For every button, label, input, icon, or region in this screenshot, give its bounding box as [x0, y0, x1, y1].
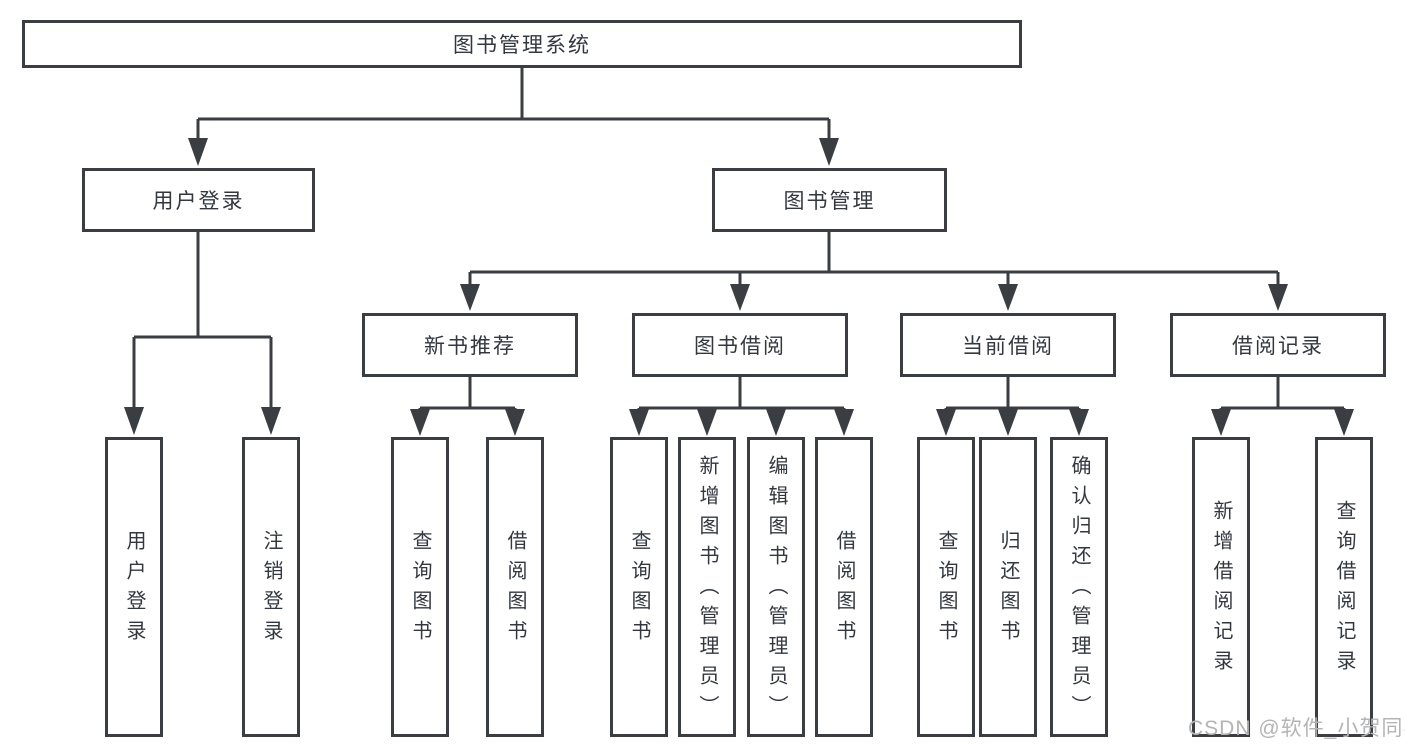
- leaf-borrow-books-1: 借阅图书: [486, 437, 544, 737]
- leaf-add-borrow-record: 新增借阅记录: [1192, 437, 1250, 737]
- arrowhead-leaf-query-record: [1334, 409, 1354, 436]
- watermark: CSDN @软件_小贺同学: [1188, 717, 1405, 740]
- arrowhead-leaf-login: [124, 407, 144, 435]
- arrowhead-leaf-logout: [261, 407, 281, 435]
- arrowhead-book-management: [819, 138, 839, 166]
- leaf-query-books-1: 查询图书: [391, 437, 449, 737]
- arrowhead-leaf-borrow-books-2: [834, 409, 854, 436]
- arrowhead-new-books: [460, 284, 480, 311]
- node-user-login: 用户登录: [82, 168, 315, 232]
- arrowhead-leaf-edit-book: [766, 409, 786, 436]
- arrowhead-book-borrow: [730, 284, 750, 311]
- arrowhead-current-borrow: [998, 284, 1018, 311]
- arrowhead-leaf-query-books-2: [629, 409, 649, 436]
- node-new-books: 新书推荐: [362, 313, 578, 377]
- arrowhead-leaf-query-books-3: [936, 409, 956, 436]
- connector-book-management-to-level3: [468, 232, 1280, 286]
- connector-new-books-to-leaves: [418, 377, 517, 411]
- leaf-query-borrow-record: 查询借阅记录: [1315, 437, 1373, 737]
- leaf-logout: 注销登录: [242, 437, 300, 737]
- node-book-management: 图书管理: [712, 168, 947, 232]
- node-current-borrow: 当前借阅: [900, 313, 1116, 377]
- arrowhead-borrow-records: [1268, 284, 1288, 311]
- connector-current-borrow-to-leaves: [944, 377, 1081, 411]
- leaf-query-books-3: 查询图书: [917, 437, 975, 737]
- node-book-borrow: 图书借阅: [632, 313, 848, 377]
- leaf-add-book-admin: 新增图书（管理员）: [678, 437, 736, 737]
- connector-borrow-records-to-leaves: [1219, 377, 1346, 411]
- node-root-system: 图书管理系统: [22, 20, 1022, 68]
- arrowhead-leaf-add-book: [697, 409, 717, 436]
- node-borrow-records: 借阅记录: [1170, 313, 1386, 377]
- arrowhead-leaf-return-book: [998, 409, 1018, 436]
- arrowhead-leaf-query-books-1: [410, 409, 430, 436]
- arrowhead-leaf-confirm-return: [1069, 409, 1089, 436]
- arrowhead-leaf-add-record: [1211, 409, 1231, 436]
- leaf-return-book: 归还图书: [979, 437, 1037, 737]
- leaf-query-books-2: 查询图书: [610, 437, 668, 737]
- leaf-confirm-return-admin: 确认归还（管理员）: [1050, 437, 1108, 737]
- connector-user-login-to-leaves: [132, 232, 273, 409]
- arrowhead-user-login: [188, 138, 208, 166]
- leaf-user-login: 用户登录: [105, 437, 163, 737]
- leaf-borrow-books-2: 借阅图书: [815, 437, 873, 737]
- connector-root-to-level2: [196, 68, 831, 140]
- connector-book-borrow-to-leaves: [637, 377, 846, 411]
- leaf-edit-book-admin: 编辑图书（管理员）: [747, 437, 805, 737]
- arrowhead-leaf-borrow-books-1: [505, 409, 525, 436]
